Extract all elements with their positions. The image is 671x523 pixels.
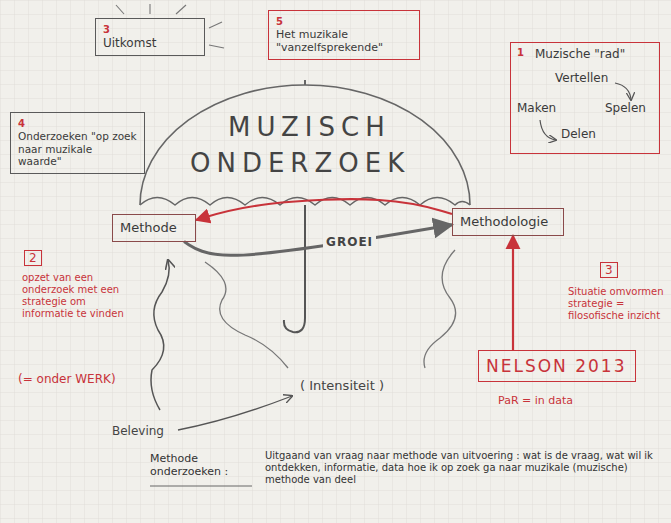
node-text: Spelen [605, 101, 646, 115]
umbrella-title: MUZISCH [228, 112, 391, 143]
node-text: Vertellen [555, 71, 608, 85]
pencil-arrow [151, 260, 169, 410]
callout-number: 3 [103, 24, 197, 36]
methodology-note: Situatie omvormen strategie = filosofisc… [568, 286, 664, 322]
node-text: Muzische "rad" [535, 47, 625, 61]
edge-label: GROEI [323, 235, 376, 249]
umbrella-handle [284, 205, 305, 332]
side-note: (= onder WERK) [18, 372, 143, 386]
node-text: Uitkomst [103, 36, 197, 50]
callout-number: 2 [24, 250, 42, 266]
cycle-arc [540, 120, 556, 140]
callout-number: 1 [517, 47, 524, 59]
source-arrow [512, 236, 514, 350]
reference-note: PaR = in data [498, 394, 573, 407]
callout-number: 4 [18, 118, 137, 130]
growth-arrow [184, 225, 452, 256]
footer-note: Uitgaand van vraag naar methode van uitv… [265, 450, 661, 486]
node-text: Het muzikale "vanzelfsprekende" [276, 28, 412, 54]
callout-number: 5 [276, 16, 412, 28]
cycle-box: 1 Muzische "rad" VertellenMaken SpelenDelen [510, 42, 660, 154]
cycle-arc [615, 83, 631, 100]
feedback-arrow [196, 199, 452, 220]
method-note: opzet van een onderzoek met een strategi… [22, 272, 137, 320]
node-text: Maken [517, 101, 556, 115]
underline [150, 486, 252, 487]
methodology-box: Methodologie [452, 208, 564, 236]
node-text: Onderzoeken "op zoek naar muzikale waard… [18, 130, 137, 168]
node-text: NELSON 2013 [486, 356, 628, 376]
reference-box: NELSON 2013 [478, 350, 636, 382]
intensity-label: ( Intensiteit ) [300, 378, 384, 394]
pencil-arrow [178, 396, 292, 430]
umbrella-title: ONDERZOEK [190, 148, 410, 179]
node-text: Delen [561, 127, 596, 141]
research-box: 4Onderzoeken "op zoek naar muzikale waar… [10, 112, 145, 174]
node-text: Methodologie [460, 214, 556, 230]
callout-number: 3 [600, 262, 618, 278]
umbrella-canopy [140, 85, 470, 205]
experience-label: Beleving [112, 424, 164, 438]
umbrella-tip [304, 80, 306, 85]
outcome-box: 3Uitkomst [95, 18, 205, 56]
wavy-line [424, 250, 456, 368]
footer-heading: Methode onderzoeken : [150, 452, 255, 478]
node-text: Methode [120, 220, 188, 236]
method-box: Methode [112, 214, 196, 242]
wavy-line [205, 262, 288, 368]
note-box: 5Het muzikale "vanzelfsprekende" [268, 10, 420, 60]
